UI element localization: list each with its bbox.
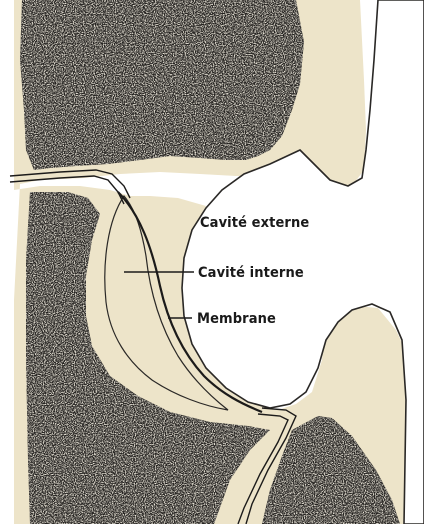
label-external-cavity: Cavité externe (200, 215, 309, 231)
label-internal-cavity: Cavité interne (198, 265, 304, 281)
label-membrane: Membrane (197, 311, 276, 327)
